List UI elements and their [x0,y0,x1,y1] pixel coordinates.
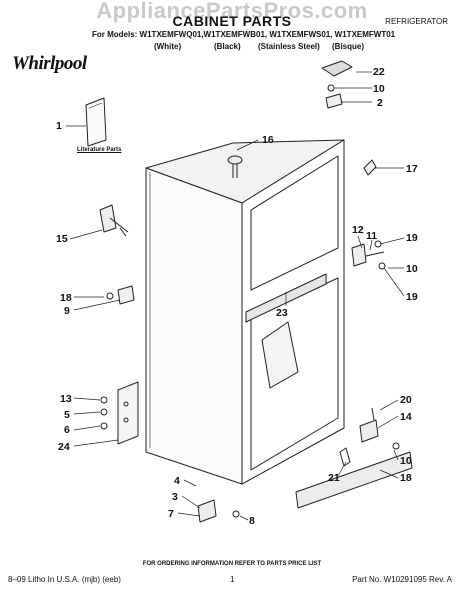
callout-21: 21 [328,472,340,484]
color-stainless: (Stainless Steel) [258,42,320,51]
bracket [117,381,139,445]
callout-18b: 18 [400,472,412,484]
callout-16: 16 [262,134,274,146]
callout-22: 22 [373,66,385,78]
callout-19: 19 [406,232,418,244]
ordering-note: FOR ORDERING INFORMATION REFER TO PARTS … [142,561,322,567]
appliance-type: REFRIGERATOR [385,17,448,26]
callout-10: 10 [373,83,385,95]
callout-17: 17 [406,163,418,175]
callout-13: 13 [60,393,72,405]
hinge-cover [321,60,353,77]
callout-1: 1 [56,120,62,132]
part-number: Part No. W10291095 Rev. A [352,575,452,584]
callout-11: 11 [366,230,378,242]
model-list: For Models: W1TXEMFWQ01,W1TXEMFWB01, W1T… [92,30,396,39]
color-black: (Black) [214,42,241,51]
cabinet-shell [145,139,345,485]
callout-14: 14 [400,411,412,423]
callout-19b: 19 [406,291,418,303]
literature-label: Literature Parts [77,147,122,153]
callout-18: 18 [60,292,72,304]
callout-3: 3 [172,491,178,503]
callout-12: 12 [352,224,364,236]
callout-9: 9 [64,305,70,317]
callout-15: 15 [56,233,68,245]
litho-note: 8–09 Litho In U.S.A. (mjb) (eeb) [8,575,121,584]
color-bisque: (Bisque) [332,42,364,51]
callout-20: 20 [400,394,412,406]
callout-2: 2 [377,97,383,109]
page-title: CABINET PARTS [172,13,292,29]
callout-5: 5 [64,409,70,421]
callout-4: 4 [174,475,180,487]
callout-24: 24 [58,441,70,453]
toe-grille [295,451,413,509]
page-number: 1 [230,575,235,584]
callout-23: 23 [276,307,288,319]
callout-10c: 10 [400,455,412,467]
callout-8: 8 [249,515,255,527]
color-white: (White) [154,42,182,51]
literature-packet [85,97,107,147]
brand-logo: Whirlpool [12,53,87,74]
callout-10b: 10 [406,263,418,275]
callout-7: 7 [168,508,174,520]
watermark: AppliancePartsPros.com [96,0,368,23]
callout-6: 6 [64,424,70,436]
